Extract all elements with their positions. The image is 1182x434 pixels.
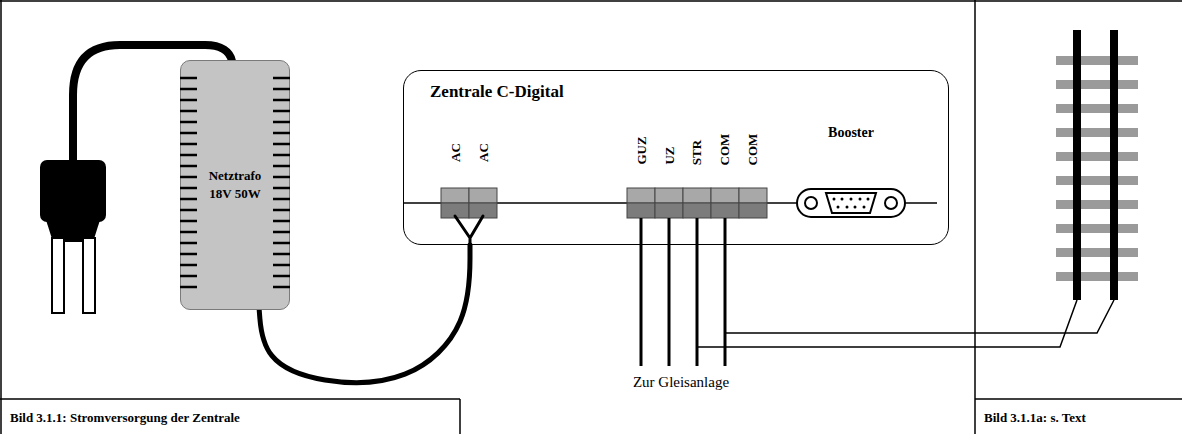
track-sleepers xyxy=(1056,56,1138,281)
ridge xyxy=(180,186,197,189)
ridge xyxy=(180,109,197,112)
ridge xyxy=(273,263,290,266)
wire-note: Zur Gleisanlage xyxy=(633,375,729,390)
ridge xyxy=(273,98,290,101)
ridge xyxy=(273,241,290,244)
terminal-label: UZ xyxy=(663,147,676,165)
terminal-label: STR xyxy=(690,140,703,165)
ridge xyxy=(180,164,197,167)
terminal-label: COM xyxy=(719,133,732,165)
ridge xyxy=(273,175,290,178)
ridge xyxy=(273,76,290,79)
feeder-wires xyxy=(697,300,1114,347)
node-label: Netztrafo 18V 50W xyxy=(199,167,271,202)
ridge xyxy=(273,164,290,167)
terminal-label: AC xyxy=(449,143,462,162)
ridge xyxy=(180,120,197,123)
ridge xyxy=(273,285,290,288)
track-wires xyxy=(641,218,725,366)
ridge xyxy=(273,131,290,134)
ridge xyxy=(273,252,290,255)
ridge xyxy=(273,120,290,123)
socket-label: Booster xyxy=(828,126,874,140)
ridge xyxy=(180,87,197,90)
ridge xyxy=(273,109,290,112)
ridge xyxy=(180,241,197,244)
ridge xyxy=(180,98,197,101)
ridge xyxy=(273,274,290,277)
transformer-box: Netztrafo 18V 50W xyxy=(180,60,290,310)
ridge xyxy=(180,131,197,134)
ridge xyxy=(273,197,290,200)
node-label: Zentrale C-Digital xyxy=(430,82,948,102)
ridge xyxy=(180,153,197,156)
ridge xyxy=(180,274,197,277)
ridge xyxy=(180,142,197,145)
terminal-block xyxy=(441,188,497,218)
figure-caption: Bild 3.1.1a: s. Text xyxy=(984,411,1086,424)
ridge xyxy=(180,230,197,233)
ridge xyxy=(180,219,197,222)
ridge xyxy=(273,153,290,156)
figure-caption: Bild 3.1.1: Stromversorgung der Zentrale xyxy=(10,411,240,424)
ridge xyxy=(180,208,197,211)
ridge xyxy=(273,230,290,233)
ridge xyxy=(180,76,197,79)
ridge xyxy=(180,285,197,288)
ridge xyxy=(273,219,290,222)
ac-wires xyxy=(455,216,483,246)
booster-socket xyxy=(797,189,905,217)
terminal-label: GUZ xyxy=(634,137,647,165)
ridge xyxy=(180,263,197,266)
ridge xyxy=(273,208,290,211)
terminal-block xyxy=(627,188,767,218)
transformer-ridges xyxy=(180,60,290,310)
ridge xyxy=(180,175,197,178)
ridge xyxy=(180,197,197,200)
ridge xyxy=(273,142,290,145)
terminal-label: AC xyxy=(477,143,490,162)
power-cable xyxy=(259,245,470,383)
terminal-label: COM xyxy=(747,133,760,165)
mains-plug xyxy=(40,160,106,313)
ridge xyxy=(273,87,290,90)
ridge xyxy=(273,186,290,189)
track-rails xyxy=(1073,30,1118,300)
ridge xyxy=(180,252,197,255)
